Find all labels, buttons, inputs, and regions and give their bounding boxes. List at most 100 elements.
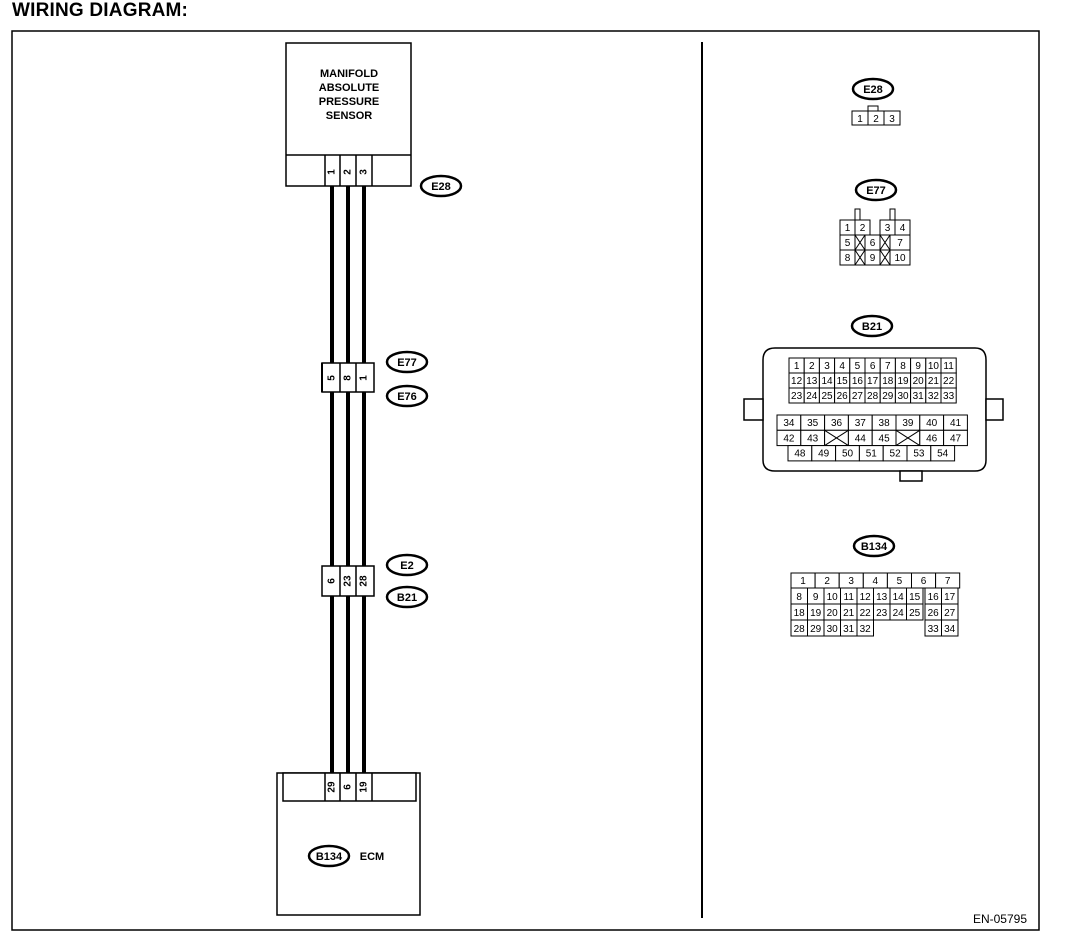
b21-view-pin: 36 xyxy=(831,418,843,429)
b21-view-pin: 3 xyxy=(824,361,830,372)
b134-view-pin: 4 xyxy=(873,576,879,587)
b21-view-pin: 54 xyxy=(937,449,949,460)
e77-view-pin: 2 xyxy=(860,223,866,234)
e77-view-blank-pin xyxy=(854,234,866,251)
b21-view-pin: 30 xyxy=(897,391,909,402)
b134-view-cell xyxy=(856,619,874,637)
b134-view-pin: 34 xyxy=(944,624,956,635)
b21-view-cell xyxy=(943,429,968,447)
b21-view-pin: 10 xyxy=(928,361,940,372)
mid-connector-pin: 1 xyxy=(359,375,370,381)
b134-view-pin: 1 xyxy=(800,576,806,587)
e77-view-pin: 7 xyxy=(897,238,903,249)
e77-view-tag-label: E77 xyxy=(866,185,886,197)
b21-view-pin: 14 xyxy=(821,376,833,387)
b21-view-pin: 31 xyxy=(913,391,925,402)
b21-view-tag: B21 xyxy=(850,314,894,338)
b21-view-pin: 37 xyxy=(855,418,867,429)
e77-view-key xyxy=(889,208,896,221)
sensor-pin-number: 1 xyxy=(327,169,338,175)
e28-view-pin: 3 xyxy=(889,114,895,125)
b21-view-pin: 25 xyxy=(821,391,833,402)
ecm-connector-tag-outline xyxy=(307,844,351,868)
lower-connector-tag-top-label: E2 xyxy=(400,560,413,572)
b134-view-pin: 32 xyxy=(860,624,872,635)
b134-view-pin: 18 xyxy=(794,608,806,619)
ecm-unit xyxy=(276,772,421,916)
lower-connector-tag-top-outline xyxy=(385,553,429,577)
e77-view-pin: 6 xyxy=(870,238,876,249)
e77-view-tag: E77 xyxy=(854,178,898,202)
b21-view-pin: 53 xyxy=(913,449,925,460)
sensor-pin-number: 3 xyxy=(359,169,370,175)
b21-view-pin: 17 xyxy=(867,376,879,387)
b21-view-pin: 19 xyxy=(897,376,909,387)
b21-view-pin: 35 xyxy=(807,418,819,429)
e77-view-cell xyxy=(889,249,911,266)
ecm-connector xyxy=(282,772,417,802)
e77-view-pin: 8 xyxy=(845,253,851,264)
b134-view-pin: 3 xyxy=(848,576,854,587)
b134-view-pin: 12 xyxy=(860,592,872,603)
e77-view-blank-pin xyxy=(854,249,866,266)
e77-view-blank-pin xyxy=(879,249,891,266)
e28-view-tag-outline xyxy=(851,77,895,101)
b134-view-cell xyxy=(906,603,924,621)
mid-connector-pin: 8 xyxy=(343,375,354,381)
mid-connector-pin: 5 xyxy=(327,375,338,381)
b134-view-pin: 29 xyxy=(810,624,822,635)
mid-connector-tag-top-label: E77 xyxy=(397,357,417,369)
b21-view-pin: 6 xyxy=(870,361,876,372)
b21-view-pin: 8 xyxy=(900,361,906,372)
b21-view-pin: 20 xyxy=(913,376,925,387)
sensor-label-line: ABSOLUTE xyxy=(319,82,380,94)
sensor-connector-tag-outline xyxy=(419,174,463,198)
e77-view-blank-pin xyxy=(879,234,891,251)
b21-view-pin: 4 xyxy=(839,361,845,372)
b134-view-pin: 2 xyxy=(824,576,830,587)
b134-view-pin: 7 xyxy=(945,576,951,587)
ecm-pin-number: 29 xyxy=(327,781,338,793)
lower-connector-tag-bottom-label: B21 xyxy=(397,592,417,604)
sensor-connector-tag-label: E28 xyxy=(431,181,451,193)
lower-connector-pin: 6 xyxy=(327,578,338,584)
b21-view-pin: 47 xyxy=(950,433,962,444)
b21-view-pin: 1 xyxy=(794,361,800,372)
e77-view-pin: 5 xyxy=(845,238,851,249)
lower-connector-tag-top: E2 xyxy=(385,553,429,577)
b21-view-cell xyxy=(940,387,957,404)
b134-view-pin: 10 xyxy=(827,592,839,603)
sensor-label-line: PRESSURE xyxy=(319,96,380,108)
b21-view-pin: 24 xyxy=(806,391,818,402)
b21-view-pin: 40 xyxy=(926,418,938,429)
b21-view-pin: 15 xyxy=(837,376,849,387)
mid-connector-tag-top-outline xyxy=(385,350,429,374)
b134-view-pin: 5 xyxy=(897,576,903,587)
b21-view-pin: 41 xyxy=(950,418,962,429)
b21-view-pin: 11 xyxy=(943,361,954,372)
b134-view-pin: 17 xyxy=(944,592,956,603)
b134-view-pin: 8 xyxy=(796,592,802,603)
diagram-frame xyxy=(11,30,1040,931)
b21-view-pin: 22 xyxy=(943,376,955,387)
b21-view-blank-pin xyxy=(824,429,849,447)
lower-connector-tag-bottom-outline xyxy=(385,585,429,609)
e77-view-pin: 4 xyxy=(900,223,906,234)
b21-view-pin: 48 xyxy=(794,449,806,460)
e28-view-tag-label: E28 xyxy=(863,84,883,96)
e28-view-cell xyxy=(883,110,901,126)
b21-view-blank-pin xyxy=(895,429,921,447)
b134-view-pin: 27 xyxy=(944,608,956,619)
sensor-label-line: MANIFOLD xyxy=(320,68,378,80)
sensor-body xyxy=(285,42,412,187)
b134-view-pin: 15 xyxy=(909,592,921,603)
e77-view-pin: 9 xyxy=(870,253,876,264)
lower-connector-tag-bottom: B21 xyxy=(385,585,429,609)
b134-view-pin: 28 xyxy=(794,624,806,635)
e77-view-pin: 1 xyxy=(845,223,851,234)
b21-view-pin: 43 xyxy=(807,433,819,444)
b134-view-tag-label: B134 xyxy=(861,541,888,553)
b21-view-pin: 7 xyxy=(885,361,891,372)
